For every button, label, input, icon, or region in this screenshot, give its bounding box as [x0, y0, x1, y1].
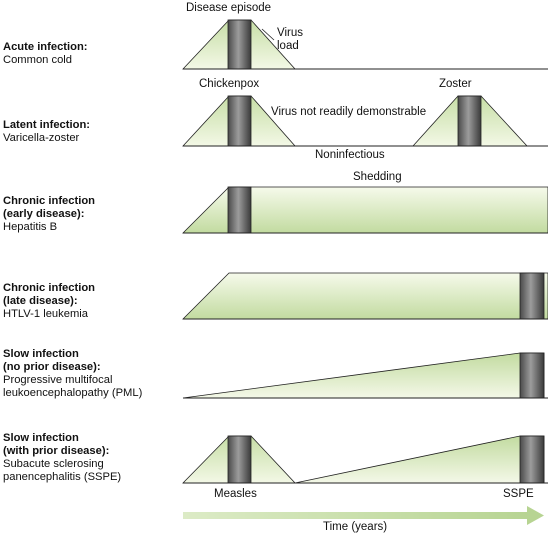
shedding-label: Shedding — [353, 171, 402, 183]
row-label-acute: Acute infection: Common cold — [3, 41, 88, 67]
row-title: Chronic infection — [3, 195, 95, 207]
row-title: Latent infection: — [3, 119, 91, 131]
disease-episode-label: Disease episode — [186, 2, 272, 14]
chickenpox-bar — [227, 95, 252, 147]
row-label-chronic-early: Chronic infection (early disease): Hepat… — [3, 195, 95, 234]
row-label-slow-no-prior: Slow infection (no prior disease): Progr… — [3, 348, 142, 400]
disease-episode-bar — [227, 19, 252, 70]
sspe-bar — [519, 435, 545, 484]
row-title: Slow infection — [3, 348, 79, 360]
measles-label: Measles — [214, 488, 257, 500]
zoster-bar — [457, 95, 482, 147]
row-label-slow-with-prior: Slow infection (with prior disease): Sub… — [3, 432, 121, 484]
row-subtitle: Subacute sclerosing — [3, 458, 104, 470]
virus-not-demonstrable-label: Virus not readily demonstrable — [271, 106, 427, 118]
row-slow-with-prior-graphic — [182, 435, 548, 484]
row-chronic-late-graphic — [182, 272, 548, 320]
rising-load-wedge — [294, 435, 545, 484]
row-title: (early disease): — [3, 208, 85, 220]
row-title: (no prior disease): — [3, 361, 101, 373]
noninfectious-label: Noninfectious — [315, 149, 385, 161]
time-arrow — [183, 506, 544, 525]
row-subtitle: Varicella-zoster — [3, 132, 80, 144]
virus-load-line: Virus — [277, 27, 303, 39]
row-label-latent: Latent infection: Varicella-zoster — [3, 119, 90, 145]
row-title: Slow infection — [3, 432, 79, 444]
row-subtitle: panencephalitis (SSPE) — [3, 471, 122, 483]
time-axis-label: Time (years) — [323, 521, 388, 533]
row-chronic-early-graphic — [182, 186, 548, 234]
time-arrow-head — [527, 506, 544, 525]
row-title: Chronic infection — [3, 282, 95, 294]
time-arrow-shaft — [183, 512, 529, 519]
virus-load-leader — [261, 28, 275, 41]
row-subtitle: Common cold — [3, 54, 73, 66]
rising-load-wedge — [182, 352, 545, 399]
disease-episode-bar — [227, 186, 252, 234]
virus-load-line: load — [277, 40, 299, 52]
row-subtitle: Hepatitis B — [3, 221, 58, 233]
zoster-label: Zoster — [439, 78, 472, 90]
sspe-label: SSPE — [503, 488, 534, 500]
row-subtitle: Progressive multifocal — [3, 374, 113, 386]
disease-episode-bar — [519, 352, 545, 399]
measles-bar — [227, 435, 252, 484]
row-title: Acute infection: — [3, 41, 88, 53]
persistent-load-area — [182, 272, 548, 320]
row-slow-no-prior-graphic — [182, 352, 548, 399]
row-latent-graphic — [182, 95, 548, 147]
chickenpox-label: Chickenpox — [199, 78, 260, 90]
row-label-chronic-late: Chronic infection (late disease): HTLV-1… — [3, 282, 95, 321]
row-subtitle: HTLV-1 leukemia — [3, 308, 88, 320]
row-acute-graphic — [182, 19, 548, 70]
disease-episode-bar — [519, 272, 545, 320]
row-title: (late disease): — [3, 295, 78, 307]
row-title: (with prior disease): — [3, 445, 110, 457]
row-subtitle: leukoencephalopathy (PML) — [3, 387, 143, 399]
virus-load-label: Virus load — [277, 27, 303, 53]
